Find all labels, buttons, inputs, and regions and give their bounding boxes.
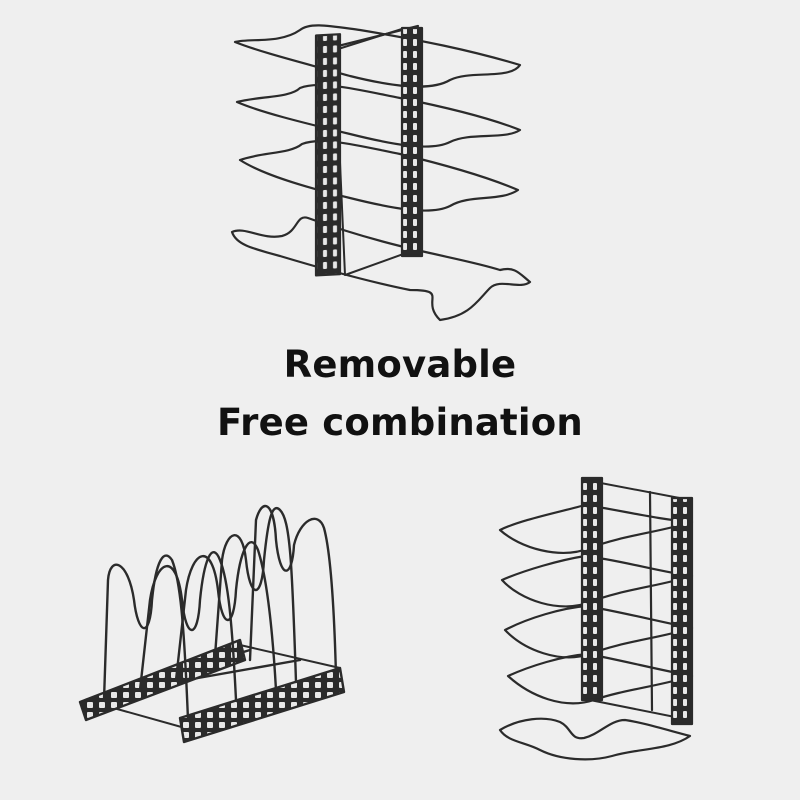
caption-free-combination: Free combination <box>217 401 583 444</box>
caption-removable: Removable <box>283 343 517 386</box>
vertical-stacked-pan-rack <box>230 24 532 322</box>
vertical-mounted-pan-rack <box>498 476 694 761</box>
horizontal-pan-rack <box>78 504 346 744</box>
